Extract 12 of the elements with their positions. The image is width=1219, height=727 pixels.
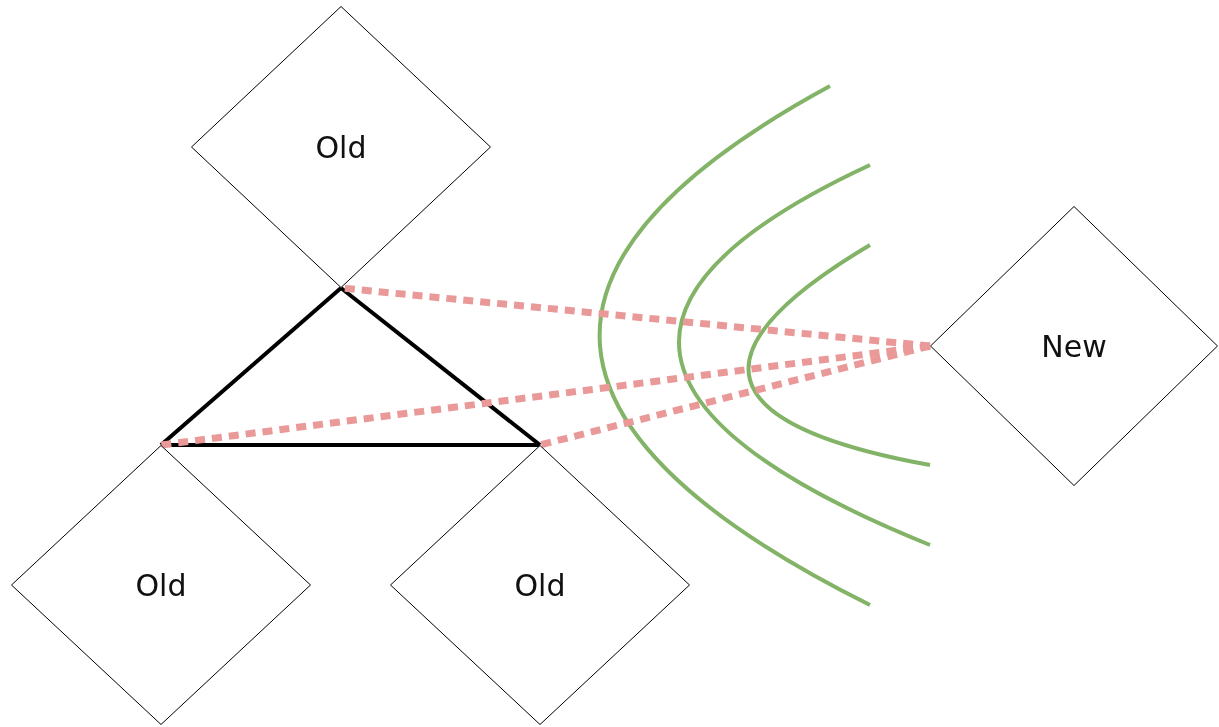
diamond-node: [930, 206, 1218, 486]
diamond-node: [11, 445, 311, 725]
node-label: New: [1041, 328, 1107, 364]
connector-line: [339, 286, 542, 447]
node-label: Old: [135, 567, 187, 603]
connector-line: [159, 286, 343, 447]
diamond-node: [390, 445, 690, 725]
dashed-line: [539, 342, 931, 449]
node-label: Old: [514, 567, 566, 603]
node-label: Old: [315, 129, 367, 165]
diamond-node: [191, 6, 491, 288]
dashed-line: [160, 342, 931, 449]
